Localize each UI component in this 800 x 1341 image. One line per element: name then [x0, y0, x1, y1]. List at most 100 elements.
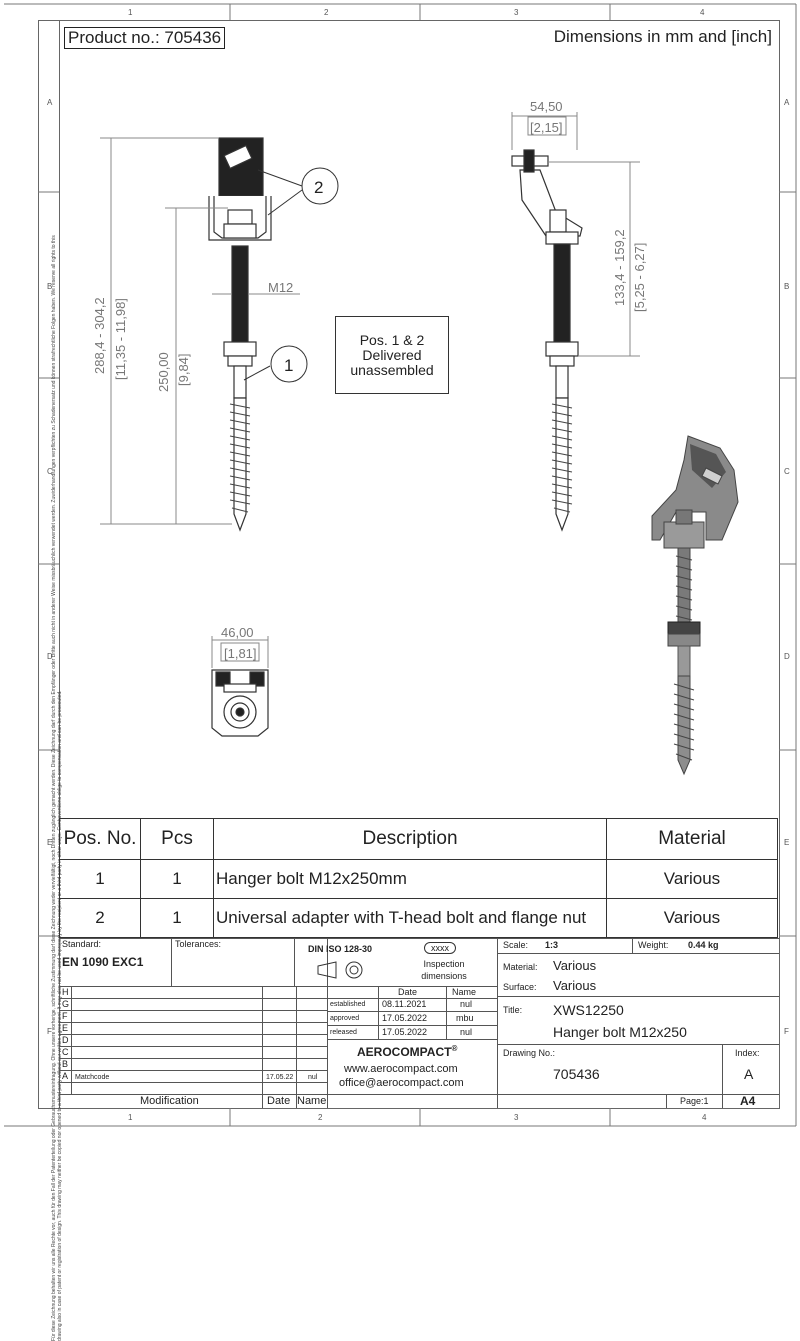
technical-drawing: 288,4 - 304,2 [11,35 - 11,98] 250,00 [9,…: [92, 99, 739, 776]
callout-1: 1: [284, 356, 293, 375]
t-head-plate: [218, 137, 264, 197]
callout-2-circle: [301, 167, 339, 205]
dim-bolt-length: 250,00: [156, 352, 171, 392]
revision-a-name: nul: [308, 1074, 318, 1081]
col-pos-no: Pos. No.: [59, 818, 141, 860]
revision-c: C: [62, 1047, 69, 1057]
dim-height-total-inch: [11,35 - 11,98]: [113, 298, 128, 380]
approved-name: mbu: [456, 1013, 474, 1023]
zone-col-2-bottom: 2: [318, 1113, 323, 1122]
revision-b: B: [62, 1059, 69, 1069]
revision-a: A: [62, 1071, 69, 1081]
index-label: Index:: [735, 1048, 760, 1058]
approved-date: 17.05.2022: [382, 1013, 428, 1023]
established-name: nul: [460, 999, 473, 1009]
company-name: AEROCOMPACT: [357, 1045, 452, 1059]
zone-row-e-right: E: [784, 838, 790, 847]
weight-value: 0.44 kg: [688, 940, 719, 950]
established-label: established: [330, 1001, 366, 1008]
dim-height-total: 288,4 - 304,2: [92, 297, 107, 374]
front-view: [208, 137, 272, 532]
material-label: Material:: [503, 962, 538, 972]
zone-row-b-right: B: [784, 282, 790, 291]
company-email: office@aerocompact.com: [339, 1077, 464, 1089]
revision-a-text: Matchcode: [75, 1074, 110, 1081]
company-logo: AEROCOMPACT®: [357, 1044, 457, 1059]
revision-name-label: Name: [297, 1095, 327, 1107]
name-header: Name: [452, 987, 477, 997]
material-value: Various: [553, 958, 597, 973]
drawing-no-value: 705436: [553, 1066, 600, 1082]
col-description: Description: [213, 818, 607, 860]
row2-pos: 2: [59, 898, 141, 938]
zone-row-f-right: F: [784, 1027, 789, 1036]
zone-row-c-right: C: [784, 467, 790, 476]
row1-pos: 1: [59, 859, 141, 899]
revision-date-label: Date: [267, 1095, 291, 1107]
revision-e: E: [62, 1023, 69, 1033]
zone-row-d-right: D: [784, 652, 790, 661]
revision-a-date: 17.05.22: [266, 1074, 294, 1081]
parts-table-header: Pos. No. Pcs Description Material: [59, 818, 778, 860]
scale-value: 1:3: [545, 940, 559, 950]
col-pcs: Pcs: [140, 818, 214, 860]
zone-row-f-left: F: [47, 1027, 52, 1036]
product-number: Product no.: 705436: [64, 27, 226, 49]
row1-description: Hanger bolt M12x250mm: [213, 859, 607, 899]
dim-adjust-inch: [5,25 - 6,27]: [632, 243, 647, 312]
established-date: 08.11.2021: [382, 999, 427, 1009]
row2-pcs: 1: [140, 898, 214, 938]
inner-frame-left: [59, 20, 60, 1108]
row2-material: Various: [606, 898, 778, 938]
released-name: nul: [460, 1027, 473, 1037]
row1-pcs: 1: [140, 859, 214, 899]
inspection-xxxx: xxxx: [424, 942, 456, 954]
table-row: 1 1 Hanger bolt M12x250mm Various: [59, 859, 778, 899]
drawing-no-label: Drawing No.:: [503, 1048, 556, 1058]
dim-bolt-length-inch: [9,84]: [176, 353, 191, 386]
delivery-note: Pos. 1 & 2 Delivered unassembled: [335, 316, 449, 394]
hex-collar: [223, 341, 257, 357]
thread-label: M12: [268, 280, 293, 295]
shank: [233, 365, 247, 399]
dim-width-top: 46,00: [221, 625, 254, 640]
standard-value: EN 1090 EXC1: [62, 955, 144, 969]
row1-material: Various: [606, 859, 778, 899]
side-view: [511, 149, 583, 532]
revision-f: F: [62, 1011, 68, 1021]
scale-label: Scale:: [503, 940, 529, 950]
dim-width-top-inch: [1,81]: [224, 646, 257, 661]
flange-nut: [223, 223, 257, 239]
revision-d: D: [62, 1035, 69, 1045]
zone-row-c-left: C: [47, 467, 53, 476]
callout-2: 2: [314, 178, 323, 197]
zone-row-a-right: A: [784, 98, 790, 107]
title-line-2: Hanger bolt M12x250: [553, 1024, 687, 1040]
side-threaded-rod: [553, 243, 571, 343]
zone-col-2-top: 2: [324, 8, 329, 17]
callout-1-circle: [270, 345, 308, 383]
zone-col-1-bottom: 1: [128, 1113, 133, 1122]
zone-col-4-top: 4: [700, 8, 705, 17]
zone-row-b-left: B: [47, 282, 53, 291]
modification-label: Modification: [140, 1095, 199, 1107]
index-value: A: [744, 1066, 754, 1082]
zone-ticks: [4, 3, 797, 1127]
surface-value: Various: [553, 978, 597, 993]
surface-label: Surface:: [503, 982, 537, 992]
approved-label: approved: [330, 1015, 360, 1022]
title-line-1: XWS12250: [553, 1002, 624, 1018]
zone-col-1-top: 1: [128, 8, 133, 17]
frame-bottom: [38, 1108, 780, 1109]
sheet-size: A4: [740, 1094, 756, 1108]
company-website: www.aerocompact.com: [344, 1063, 458, 1075]
projection-symbol-icon: [317, 961, 363, 979]
zone-col-3-top: 3: [514, 8, 519, 17]
page-label: Page:1: [680, 1096, 709, 1106]
zone-row-e-left: E: [47, 838, 53, 847]
zone-row-a-left: A: [47, 98, 53, 107]
isometric-view: [651, 435, 739, 776]
released-date: 17.05.2022: [382, 1027, 428, 1037]
tolerances-label: Tolerances:: [175, 939, 222, 949]
inspection-dimensions: Inspection dimensions: [421, 959, 467, 981]
